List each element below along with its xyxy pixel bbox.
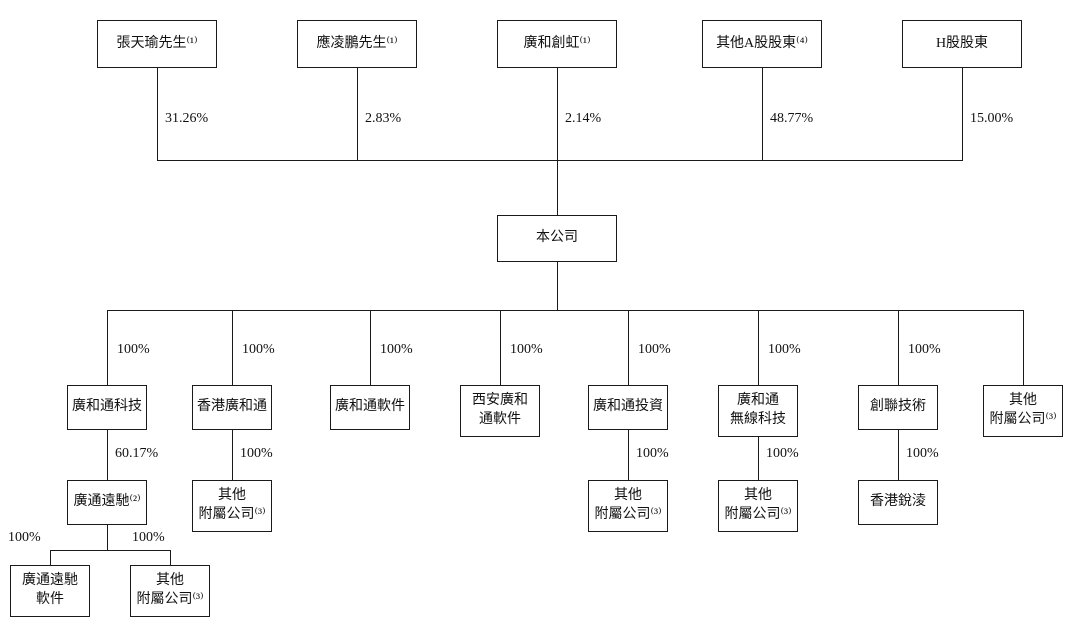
connector-line xyxy=(170,550,171,565)
node-guanghetong-wireless: 廣和通 無線科技 xyxy=(718,385,798,437)
connector-line xyxy=(500,310,501,385)
connector-line xyxy=(232,310,233,385)
connector-line xyxy=(898,310,899,385)
pct-xian-guanghetong-software: 100% xyxy=(510,342,543,357)
pct-zhang-tianyu: 31.26% xyxy=(165,111,209,126)
pct-other-subsidiaries-3: 100% xyxy=(636,446,669,461)
connector-line xyxy=(1023,310,1024,385)
connector-line xyxy=(50,550,171,551)
node-guanghetong-investment: 廣和通投資 xyxy=(588,385,668,430)
pct-guanghetong-investment: 100% xyxy=(638,342,671,357)
pct-guanghe-chuanghong: 2.14% xyxy=(565,111,602,126)
connector-line xyxy=(107,310,1024,311)
pct-chuanglian-tech: 100% xyxy=(908,342,941,357)
pct-ying-lingpeng: 2.83% xyxy=(365,111,402,126)
node-h-shareholders: H股股東 xyxy=(902,20,1022,68)
connector-line xyxy=(557,262,558,310)
pct-guanghetong-software: 100% xyxy=(380,342,413,357)
node-guanghe-chuanghong: 廣和創虹⁽¹⁾ xyxy=(497,20,617,68)
connector-line xyxy=(962,68,963,160)
connector-line xyxy=(157,160,963,161)
pct-guanghetong-wireless: 100% xyxy=(768,342,801,357)
connector-line xyxy=(107,430,108,480)
connector-line xyxy=(232,430,233,480)
node-hk-guanghetong: 香港廣和通 xyxy=(192,385,272,430)
pct-other-subsidiaries-5: 100% xyxy=(132,530,165,545)
node-other-subsidiaries-3: 其他 附屬公司⁽³⁾ xyxy=(588,480,668,532)
connector-line xyxy=(758,310,759,385)
node-other-subsidiaries-4: 其他 附屬公司⁽³⁾ xyxy=(718,480,798,532)
pct-hk-guanghetong: 100% xyxy=(242,342,275,357)
connector-line xyxy=(107,310,108,385)
node-xian-guanghetong-software: 西安廣和 通軟件 xyxy=(460,385,540,437)
node-guanghetong-software: 廣和通軟件 xyxy=(330,385,410,430)
pct-other-a-shareholders: 48.77% xyxy=(770,111,814,126)
pct-other-subsidiaries-2: 100% xyxy=(240,446,273,461)
pct-guangtong-yuanchi-software: 100% xyxy=(8,530,41,545)
node-zhang-tianyu: 張天瑜先生⁽¹⁾ xyxy=(97,20,217,68)
node-chuanglian-tech: 創聯技術 xyxy=(858,385,938,430)
pct-other-subsidiaries-4: 100% xyxy=(766,446,799,461)
node-other-subsidiaries-1: 其他 附屬公司⁽³⁾ xyxy=(983,385,1063,437)
pct-hk-ruiling: 100% xyxy=(906,446,939,461)
connector-line xyxy=(557,68,558,160)
connector-line xyxy=(157,68,158,160)
connector-line xyxy=(107,525,108,550)
connector-line xyxy=(370,310,371,385)
node-ying-lingpeng: 應凌鵬先生⁽¹⁾ xyxy=(297,20,417,68)
connector-line xyxy=(762,68,763,160)
connector-line xyxy=(50,550,51,565)
node-guangtong-yuanchi-software: 廣通遠馳 軟件 xyxy=(10,565,90,617)
connector-line xyxy=(628,430,629,480)
node-guanghetong-tech: 廣和通科技 xyxy=(67,385,147,430)
node-guangtong-yuanchi: 廣通遠馳⁽²⁾ xyxy=(67,480,147,525)
connector-line xyxy=(628,310,629,385)
pct-h-shareholders: 15.00% xyxy=(970,111,1014,126)
node-other-a-shareholders: 其他A股股東⁽⁴⁾ xyxy=(702,20,822,68)
connector-line xyxy=(898,430,899,480)
connector-line xyxy=(357,68,358,160)
node-other-subsidiaries-5: 其他 附屬公司⁽³⁾ xyxy=(130,565,210,617)
node-company: 本公司 xyxy=(497,215,617,262)
pct-guangtong-yuanchi: 60.17% xyxy=(115,446,159,461)
connector-line xyxy=(557,160,558,215)
node-hk-ruiling: 香港銳淩 xyxy=(858,480,938,525)
pct-guanghetong-tech: 100% xyxy=(117,342,150,357)
connector-line xyxy=(758,437,759,480)
node-other-subsidiaries-2: 其他 附屬公司⁽³⁾ xyxy=(192,480,272,532)
